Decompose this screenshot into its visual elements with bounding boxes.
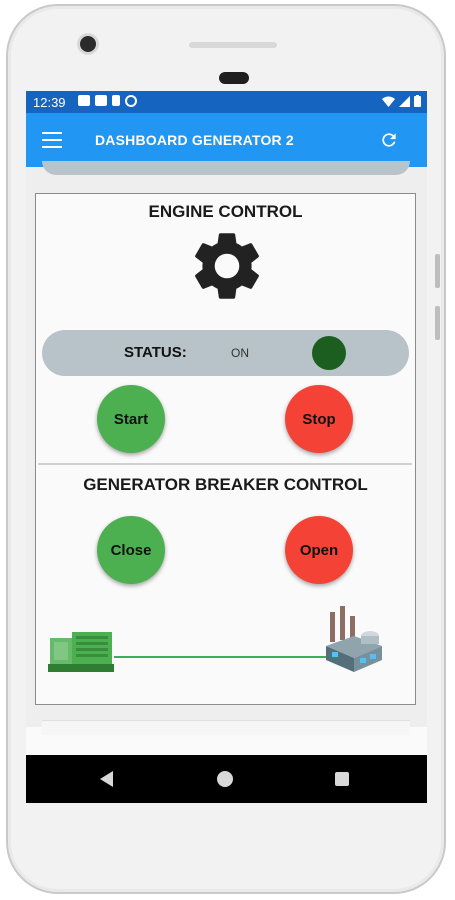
gear-icon — [195, 233, 259, 299]
status-indicator-led — [312, 336, 346, 370]
status-label: STATUS: — [124, 344, 187, 361]
system-icons — [382, 95, 421, 107]
generator-icon — [48, 632, 114, 672]
system-navigation-bar — [26, 755, 427, 803]
stop-button[interactable]: Stop — [285, 385, 353, 453]
notification-icons — [78, 95, 137, 107]
front-camera — [80, 36, 96, 52]
generator-control-card: ENGINE CONTROL STATUS: ON Start Stop GEN… — [35, 193, 416, 705]
app-toolbar: DASHBOARD GENERATOR 2 — [26, 113, 427, 167]
dashboard-content: ENGINE CONTROL STATUS: ON Start Stop GEN… — [26, 161, 427, 735]
recents-icon[interactable] — [335, 772, 349, 786]
wifi-icon — [382, 96, 395, 107]
previous-card-edge — [42, 161, 410, 175]
clock: 12:39 — [33, 95, 66, 110]
close-breaker-button[interactable]: Close — [97, 516, 165, 584]
app-title: DASHBOARD GENERATOR 2 — [95, 132, 294, 148]
back-icon[interactable] — [100, 771, 113, 787]
start-button[interactable]: Start — [97, 385, 165, 453]
breaker-control-title: GENERATOR BREAKER CONTROL — [83, 475, 368, 494]
refresh-icon[interactable] — [379, 130, 399, 150]
volume-down-button — [435, 306, 440, 340]
factory-icon — [326, 606, 382, 672]
message-icon — [78, 95, 90, 106]
system-status-bar: 12:39 — [26, 91, 427, 113]
sim-icon — [112, 95, 120, 106]
volume-up-button — [435, 254, 440, 288]
engine-control-title: ENGINE CONTROL — [148, 202, 303, 221]
signal-icon — [399, 95, 410, 107]
connection-line — [114, 656, 326, 658]
home-icon[interactable] — [217, 771, 233, 787]
sync-icon — [125, 95, 137, 107]
app-screen: 12:39 DASHBOARD GENERATOR 2 ENGINE CONTR… — [26, 91, 427, 803]
hamburger-menu-icon[interactable] — [42, 132, 62, 148]
earpiece-speaker — [189, 42, 277, 48]
image-icon — [95, 95, 107, 106]
battery-icon — [414, 95, 421, 107]
proximity-sensor — [219, 72, 249, 84]
engine-status-bar: STATUS: ON — [42, 330, 409, 376]
status-value: ON — [231, 346, 249, 360]
open-breaker-button[interactable]: Open — [285, 516, 353, 584]
section-divider — [38, 463, 412, 465]
next-card-edge — [42, 720, 410, 735]
